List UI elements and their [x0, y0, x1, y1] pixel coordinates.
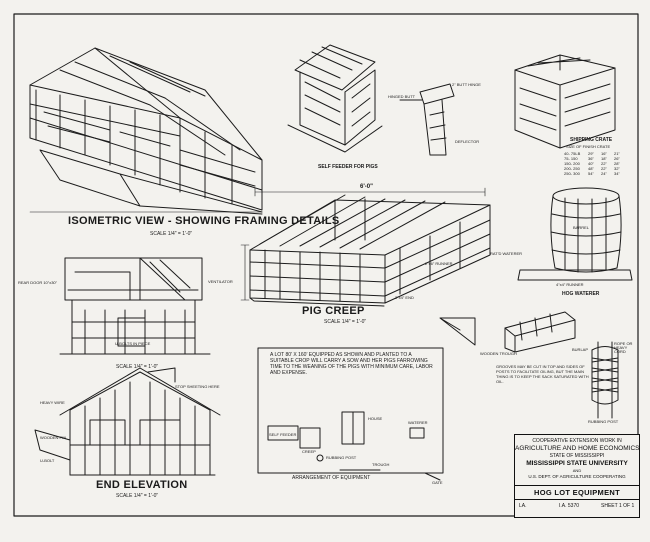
- end-elevation-heading: END ELEVATION: [96, 479, 188, 491]
- title-block: COOPERATIVE EXTENSION WORK IN AGRICULTUR…: [514, 434, 640, 518]
- deflector-detail: [399, 83, 455, 156]
- heavy-wire-label: HEAVY WIRE: [40, 400, 65, 405]
- crate-table-cell: 22": [601, 166, 607, 171]
- shipping-crate-sub: SIZE OF FINISH CRATE: [566, 144, 611, 149]
- crate-table-cell: 18": [601, 156, 607, 161]
- plan-trough: TROUGH: [372, 462, 390, 467]
- crate-table-cell: 250- 300: [564, 171, 580, 176]
- isometric-scale: SCALE 1/4" = 1'-0": [150, 231, 193, 237]
- front-elevation-drawing: [59, 257, 211, 355]
- crate-table-cell: 26": [614, 156, 620, 161]
- crate-table-cell: 32": [614, 166, 620, 171]
- tb-line4: MISSISSIPPI STATE UNIVERSITY: [526, 460, 628, 467]
- arrangement-label: ARRANGEMENT OF EQUIPMENT: [292, 475, 371, 481]
- tb-line5: AND: [572, 468, 582, 473]
- hinged-butt-label: HINGED BUTT: [388, 94, 416, 99]
- isometric-heading: ISOMETRIC VIEW - SHOWING FRAMING DETAILS: [68, 215, 340, 227]
- self-feeder-drawing: [287, 44, 383, 153]
- plan-gate: GATE: [432, 480, 443, 485]
- crate-table-cell: 24": [601, 171, 607, 176]
- dimension-lines: [29, 187, 486, 301]
- barrel-label: BARREL: [573, 225, 590, 230]
- tb-line2: AGRICULTURE AND HOME ECONOMICS: [515, 445, 640, 452]
- deflector-label: DEFLECTOR: [455, 139, 480, 144]
- wooden-pin-label: WOODEN PIN: [40, 435, 67, 440]
- plan-rubbing-post: RUBBING POST: [326, 455, 357, 460]
- tb-ref2: I.A. 5370: [559, 503, 580, 509]
- rubbing-post-label: RUBBING POST: [588, 419, 619, 424]
- plan-creep: CREEP: [302, 449, 316, 454]
- pig-creep-drawing: [249, 194, 491, 307]
- crate-table-row: 150- 200 40" 22" 28": [564, 161, 627, 166]
- crate-table-cell: 40- 75LB: [564, 151, 581, 156]
- burlap-label: BURLAP: [572, 347, 589, 352]
- sheet-border: [13, 13, 639, 517]
- stop-sheeting-label: STOP SHEETING HERE: [175, 384, 220, 389]
- tb-line3: STATE OF MISSISSIPPI: [549, 453, 605, 459]
- crate-table-row: 200- 250 48" 22" 32": [564, 166, 627, 171]
- crate-table-cell: 16": [601, 151, 607, 156]
- rope-label: ROPE OR HEAVY CORD: [614, 341, 633, 354]
- plan-waterer: WATERER: [408, 420, 428, 425]
- shipping-crate-label: SHIPPING CRATE: [570, 137, 613, 143]
- hog-waterer-label: HOG WATERER: [562, 291, 600, 297]
- rubbing-post-drawing: [591, 341, 619, 419]
- pig-creep-scale: SCALE 1/4" = 1'-0": [324, 319, 367, 325]
- ratd-waterer-label: RAT'D WATERER: [490, 251, 523, 256]
- crate-table-cell: 34": [614, 171, 620, 176]
- pig-creep-dimension: 6'-0": [360, 184, 373, 190]
- tb-ref3: SHEET 1 OF 1: [601, 503, 635, 509]
- crate-table-cell: 36": [588, 156, 594, 161]
- butt-hinge-label: 2" BUTT HINGE: [452, 82, 481, 87]
- crate-table-cell: 48": [588, 166, 594, 171]
- runner-label: 2"x6" RUNNER: [425, 261, 453, 266]
- crate-table-cell: 22": [601, 161, 607, 166]
- crate-table-cell: 54": [588, 171, 594, 176]
- crate-table-cell: 21": [614, 151, 620, 156]
- isometric-frame-drawing: [29, 47, 263, 215]
- crate-table-cell: 28": [614, 161, 620, 166]
- pig-creep-heading: PIG CREEP: [302, 305, 365, 317]
- u-bolt-label: U-BOLT: [40, 458, 55, 463]
- u-bolts-label: U-BOLTS IN PIECE: [115, 341, 151, 346]
- crate-table-row: 250- 300 54" 24" 34": [564, 171, 627, 176]
- front-scale: SCALE 1/4" = 1'-0": [116, 364, 159, 370]
- crate-table-cell: 29": [588, 151, 594, 156]
- crate-table-cell: 150- 200: [564, 161, 580, 166]
- end-elevation-drawing: [34, 367, 221, 476]
- end-scale: SCALE 1/4" = 1'-0": [116, 493, 159, 499]
- wooden-trough-label: WOODEN TROUGH: [480, 351, 517, 356]
- crate-table-row: 75- 150 36" 18" 26": [564, 156, 627, 161]
- rear-door-label: REAR DOOR 10"x30": [18, 280, 58, 285]
- self-feeder-label: SELF FEEDER FOR PIGS: [318, 164, 378, 170]
- runner-4x4-label: 4"x4" RUNNER: [556, 282, 584, 287]
- barrel-drawing: [517, 187, 633, 281]
- crate-table-cell: 200- 250: [564, 166, 580, 171]
- tb-ref1: LA.: [519, 503, 527, 509]
- crate-table-row: 40- 75LB 29" 16" 21": [564, 151, 627, 156]
- plan-self-feeder: SELF FEEDER: [269, 432, 297, 437]
- tb-line6: U.S. DEPT. OF AGRICULTURE COOPERATING: [528, 474, 626, 479]
- crate-table-cell: 75- 150: [564, 156, 578, 161]
- end-post-label: 2"x4" END: [395, 295, 414, 300]
- lot-note: A LOT 80' X 160' EQUIPPED AS SHOWN AND P…: [270, 352, 433, 376]
- grooves-note: GROOVES MAY BE CUT IN TOP AND SIDES OF P…: [496, 364, 589, 384]
- arrangement-plan: [257, 347, 444, 481]
- shipping-crate-drawing: [514, 54, 616, 149]
- plan-house: HOUSE: [368, 416, 383, 421]
- ventilator-label: VENTILATOR: [208, 279, 233, 284]
- crate-table-cell: 40": [588, 161, 594, 166]
- wooden-trough-drawing: [439, 311, 576, 353]
- tb-line1: COOPERATIVE EXTENSION WORK IN: [532, 438, 622, 444]
- drawing-title: HOG LOT EQUIPMENT: [534, 488, 620, 497]
